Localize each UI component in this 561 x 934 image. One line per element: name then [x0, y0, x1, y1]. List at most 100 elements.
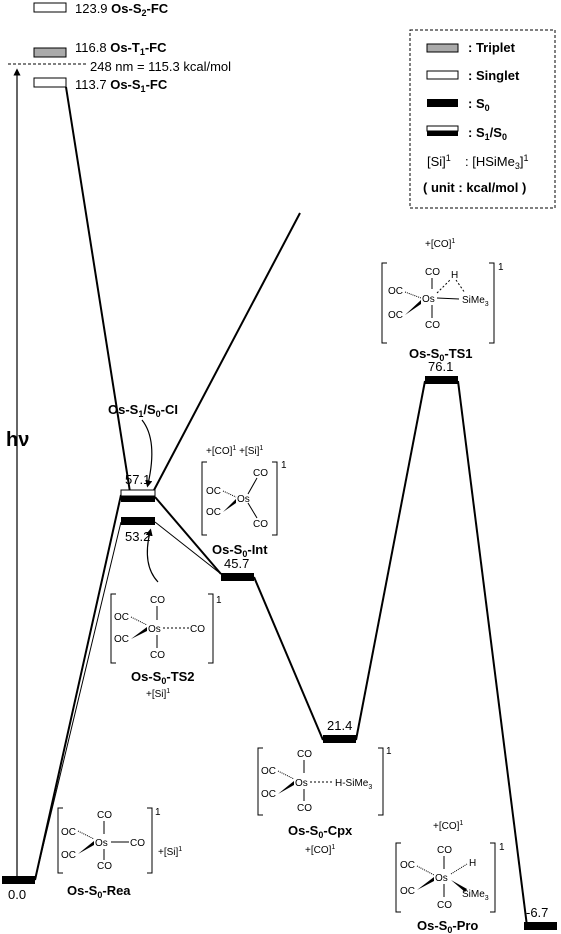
ts2-oc-left1: OC: [114, 612, 129, 623]
cpx-name: Os-S0-Cpx: [288, 823, 353, 840]
s2-fc-level: [33, 2, 67, 13]
t1-fc-label: 116.8 Os-T1-FC: [75, 40, 167, 57]
int-co-lower-right: CO: [253, 519, 268, 530]
rea-charge: 1: [155, 807, 161, 818]
ts1-sime3: SiMe3: [462, 295, 489, 308]
t1-fc-level: [33, 47, 67, 58]
int-oc-left2: OC: [206, 507, 221, 518]
ts2-energy: 53.2: [125, 529, 150, 544]
cpx-energy: 21.4: [327, 718, 352, 733]
rea-extra: +[Si]1: [158, 846, 182, 858]
ci-energy: 57.1: [125, 472, 150, 487]
pro-os: Os: [435, 873, 448, 884]
legend-triplet-swatch: [426, 43, 459, 53]
ci-name: Os-S1/S0-CI: [108, 402, 178, 419]
level-int: [221, 573, 254, 581]
cpx-oc-left2: OC: [261, 789, 276, 800]
pro-extra: +[CO]1: [433, 820, 463, 832]
legend-singlet-swatch: [426, 70, 459, 80]
ts2-extra: +[Si]1: [146, 688, 170, 700]
level-cpx: [323, 735, 356, 743]
legend-s1s0-lower: [427, 131, 458, 136]
int-charge: 1: [281, 460, 287, 471]
rea-oc-left2: OC: [61, 850, 76, 861]
ts2-co-top: CO: [150, 595, 165, 606]
ts1-energy: 76.1: [428, 359, 453, 374]
ts2-oc-left2: OC: [114, 634, 129, 645]
ts2-co-bottom: CO: [150, 650, 165, 661]
int-name: Os-S0-Int: [212, 542, 268, 559]
ts1-co-top: CO: [425, 267, 440, 278]
s1-fc-label: 113.7 Os-S1-FC: [75, 77, 168, 94]
rea-os: Os: [95, 838, 108, 849]
s1-fc-level: [33, 77, 67, 88]
pro-name: Os-S0-Pro: [417, 918, 478, 934]
ts1-h: H: [451, 270, 458, 281]
cpx-co-bottom: CO: [297, 803, 312, 814]
rea-name: Os-S0-Rea: [67, 883, 131, 900]
molecule-ts2: 1 Os CO CO CO OC OC Os-S0-TS2 +[Si]1: [110, 593, 222, 700]
molecule-pro: +[CO]1 1 Os CO CO OC OC H SiMe3 Os-S0-Pr…: [395, 820, 505, 934]
ts1-bracket-left: [381, 262, 387, 344]
rea-co-bottom: CO: [97, 861, 112, 872]
legend-si-definition: : [HSiMe3]1: [465, 153, 529, 171]
ts1-bracket-right: [489, 262, 495, 344]
pro-oc-left1: OC: [400, 860, 415, 871]
ts2-name: Os-S0-TS2: [131, 669, 195, 686]
path-rea-to-ts2: [34, 521, 122, 881]
ci-pointer-arrow: [141, 419, 153, 488]
ts2-charge: 1: [216, 595, 222, 606]
molecule-ts1: +[CO]1 1 Os CO CO OC OC H SiMe3 Os-S0-TS…: [381, 238, 504, 363]
legend-s1s0-upper: [426, 125, 459, 132]
int-energy: 45.7: [224, 556, 249, 571]
cpx-co-top: CO: [297, 749, 312, 760]
ts2-co-right: CO: [190, 624, 205, 635]
legend-singlet-label: : Singlet: [468, 68, 520, 83]
legend-si-label: [Si]1: [427, 153, 451, 169]
ts1-oc-left2: OC: [388, 310, 403, 321]
legend: : Triplet : Singlet : S0 : S1/S0 [Si]1 :…: [409, 29, 556, 209]
int-co-upper-right: CO: [253, 468, 268, 479]
legend-s0-swatch: [427, 99, 458, 107]
molecule-cpx: 1 Os CO CO OC OC H-SiMe3 Os-S0-Cpx +[CO]…: [257, 746, 392, 856]
pro-h: H: [469, 858, 476, 869]
cpx-hsime3: H-SiMe3: [335, 778, 372, 791]
ts1-charge: 1: [498, 262, 504, 273]
pro-co-top: CO: [437, 845, 452, 856]
ts1-co-bottom: CO: [425, 320, 440, 331]
ts1-name: Os-S0-TS1: [409, 346, 473, 363]
legend-triplet-label: : Triplet: [468, 40, 516, 55]
level-ts1: [425, 376, 458, 384]
molecule-rea: 1 Os CO CO CO OC OC +[Si]1 Os-S0-Rea: [57, 807, 182, 900]
legend-unit: ( unit : kcal/mol ): [423, 180, 526, 195]
path-cpx-to-ts1: [355, 380, 426, 741]
pro-co-bottom: CO: [437, 900, 452, 911]
int-oc-left1: OC: [206, 486, 221, 497]
path-s1fc-to-ci: [65, 86, 131, 493]
cpx-os: Os: [295, 778, 308, 789]
pro-sime3: SiMe3: [462, 889, 489, 902]
level-pro: [524, 922, 557, 930]
cpx-charge: 1: [386, 746, 392, 757]
legend-s1s0-label: : S1/S0: [468, 125, 507, 142]
cpx-extra: +[CO]1: [305, 844, 335, 856]
level-ts2: [121, 517, 155, 525]
path-ci-to-int: [154, 496, 222, 575]
pro-oc-left2: OC: [400, 886, 415, 897]
rea-oc-left1: OC: [61, 827, 76, 838]
ts1-os: Os: [422, 294, 435, 305]
path-ts2-to-int: [154, 521, 222, 575]
level-rea: [2, 876, 35, 884]
ts1-oc-left1: OC: [388, 286, 403, 297]
legend-s0-label: : S0: [468, 96, 490, 113]
ts2-os: Os: [148, 624, 161, 635]
s2-fc-label: 123.9 Os-S2-FC: [75, 1, 169, 18]
path-int-to-cpx: [253, 576, 324, 741]
excitation-energy-label: 248 nm = 115.3 kcal/mol: [90, 59, 231, 74]
ts1-extra: +[CO]1: [425, 238, 455, 250]
pro-charge: 1: [499, 842, 505, 853]
level-ci-lower: [121, 496, 155, 502]
int-extra: +[CO]1 +[Si]1: [206, 445, 263, 457]
legend-frame: [409, 29, 556, 209]
